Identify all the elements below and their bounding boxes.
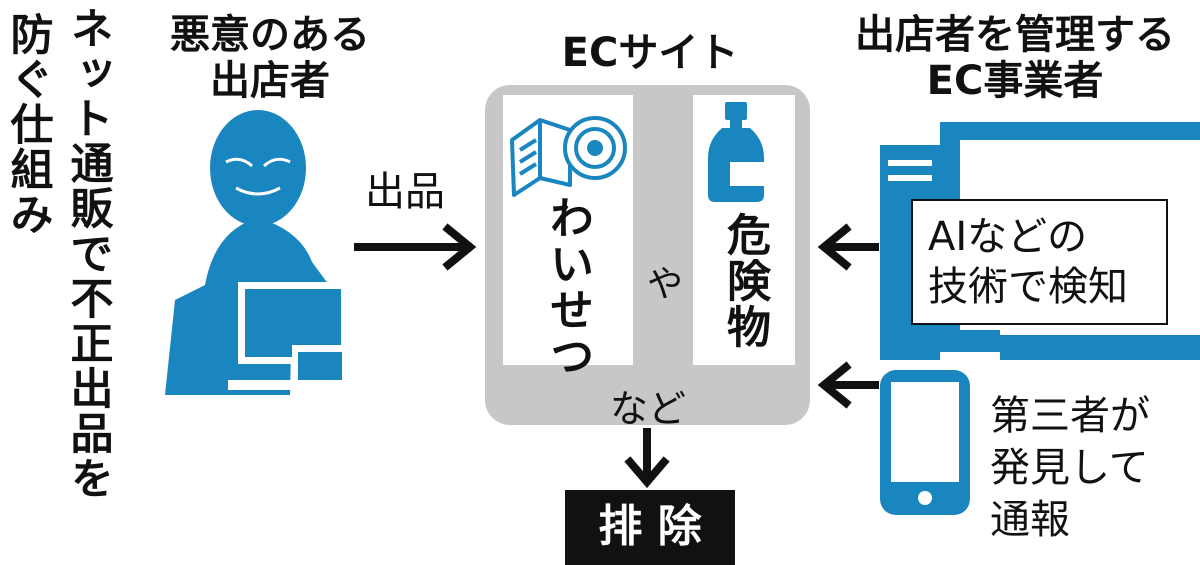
obscene-item-label: わいせつ: [542, 195, 593, 379]
title-line-1: ネット通販で不正出品を: [63, 6, 113, 501]
villain-icon: [165, 110, 348, 395]
third-party-report-label: 第三者が 発見して 通報: [990, 393, 1150, 543]
removal-box: [565, 490, 735, 565]
title-line-2: 防ぐ仕組み: [3, 12, 53, 237]
ai-detection-label: AIなどの 技術で検知: [928, 214, 1128, 310]
ec-site-heading: ECサイト: [561, 30, 739, 76]
bottle-icon: [708, 102, 764, 202]
removal-arrow: [624, 428, 670, 489]
listing-arrow: [354, 223, 477, 271]
connector-label: や: [647, 264, 684, 305]
ai-detection-box: [911, 199, 1168, 325]
etc-label: など: [610, 387, 687, 431]
ec-operator-heading: 出店者を管理する EC事業者: [855, 12, 1175, 104]
book-cd-icon: [510, 116, 627, 197]
removal-label: 排 除: [598, 501, 702, 552]
listing-label: 出品: [365, 169, 445, 215]
smartphone-icon: [880, 370, 970, 515]
report-arrow: [817, 361, 879, 409]
malicious-seller-heading: 悪意のある 出店者: [170, 12, 370, 104]
dangerous-item-label: 危険物: [719, 212, 770, 350]
detection-arrow: [817, 223, 879, 271]
